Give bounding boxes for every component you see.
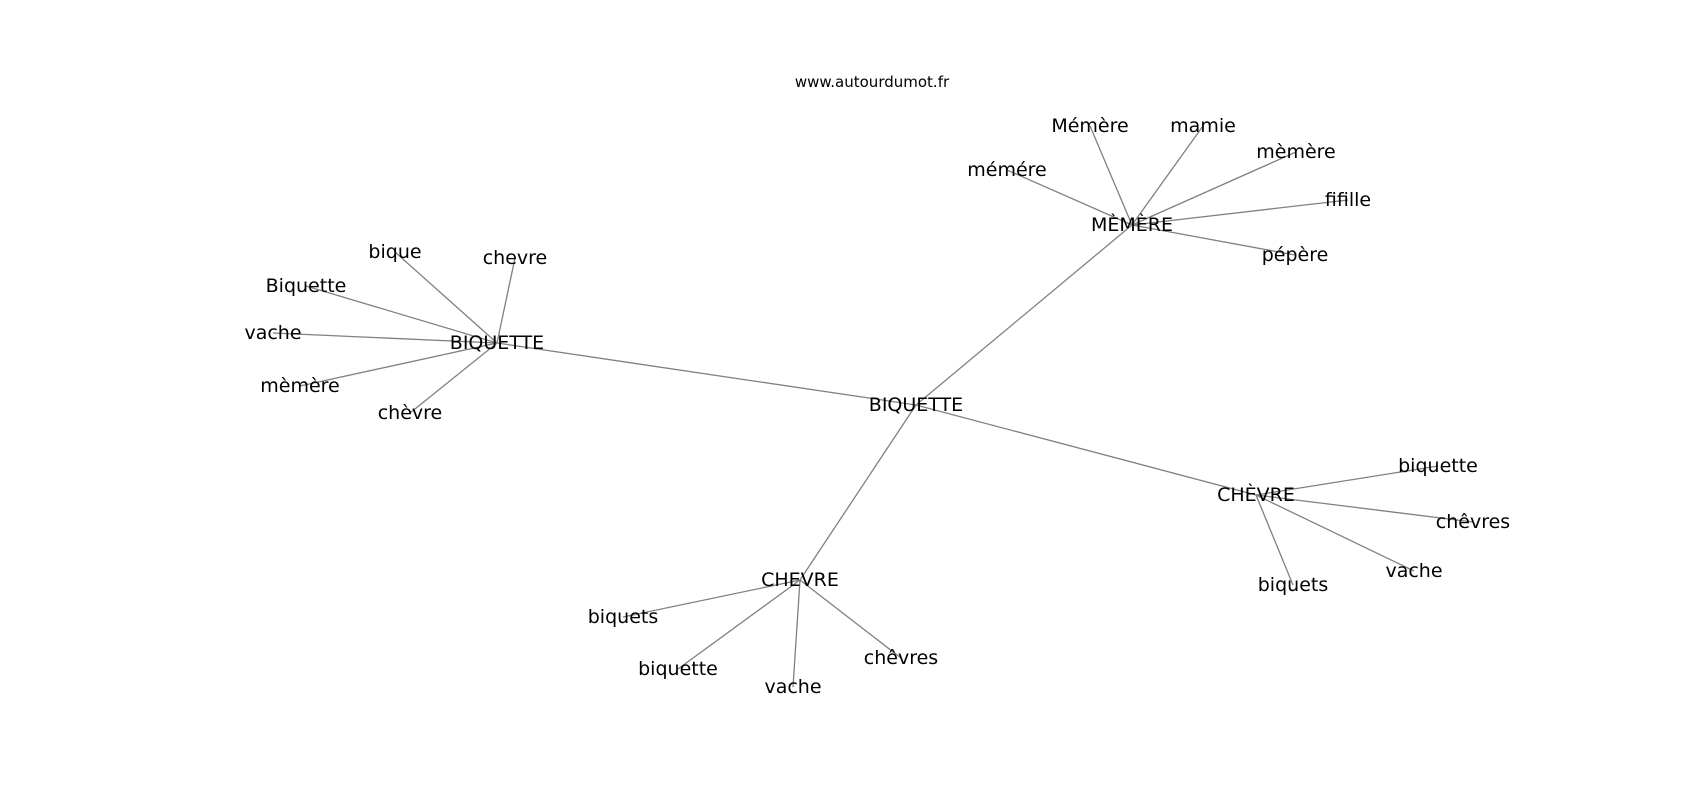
node-root-biquette[interactable]: BIQUETTE <box>869 394 963 416</box>
graph-edge-hub-biquette-to-l-biquette-cap <box>305 285 498 344</box>
site-label[interactable]: www.autourdumot.fr <box>795 73 950 91</box>
graph-edge-root-to-hub-memere <box>915 224 1133 406</box>
node-l-chevres-2-chevres[interactable]: chêvres <box>864 647 938 669</box>
node-l-vache-3-vache[interactable]: vache <box>764 676 821 698</box>
node-l-biquets-2-biquets[interactable]: biquets <box>588 606 658 628</box>
graph-edge-hub-chevre-to-l-vache-3 <box>792 579 801 688</box>
graph-edge-hub-chevre-accent-to-l-biquette-1 <box>1255 465 1439 496</box>
node-hub-chevre-chevre[interactable]: CHEVRE <box>761 569 839 591</box>
graph-edge-hub-memere-to-l-pepere <box>1131 224 1296 256</box>
node-l-biquette-cap-biquette[interactable]: Biquette <box>266 275 347 297</box>
node-l-vache-2-vache[interactable]: vache <box>1385 560 1442 582</box>
graph-edge-hub-memere-to-l-memere-cap <box>1089 125 1133 226</box>
graph-edge-hub-biquette-to-l-chevre-grave <box>409 342 498 414</box>
graph-edge-hub-biquette-to-l-vache-1 <box>272 332 498 344</box>
node-l-memere-acute-memere[interactable]: mémére <box>967 159 1046 181</box>
node-l-chevre-grave-chevre[interactable]: chèvre <box>378 402 443 424</box>
graph-edge-hub-chevre-accent-to-l-chevres-1 <box>1255 494 1474 523</box>
node-hub-biquette-biquette[interactable]: BIQUETTE <box>450 332 544 354</box>
graph-edges <box>272 125 1474 688</box>
graph-edge-hub-chevre-to-l-biquette-2 <box>677 579 801 670</box>
graph-edge-hub-biquette-to-l-memere-1 <box>299 342 498 387</box>
node-l-bique-bique[interactable]: bique <box>368 241 421 263</box>
graph-edge-hub-biquette-to-l-chevre <box>496 257 516 344</box>
node-l-memere-2-memere[interactable]: mèmère <box>1256 141 1335 163</box>
node-l-chevres-1-chevres[interactable]: chêvres <box>1436 511 1510 533</box>
node-l-mamie-mamie[interactable]: mamie <box>1170 115 1236 137</box>
graph-edge-root-to-hub-chevre <box>799 404 917 581</box>
node-hub-memere-memere[interactable]: MÈMÈRE <box>1091 213 1173 236</box>
node-l-biquets-1-biquets[interactable]: biquets <box>1258 574 1328 596</box>
node-hub-chevre-accent-chevre[interactable]: CHÈVRE <box>1217 483 1295 506</box>
node-l-vache-1-vache[interactable]: vache <box>244 322 301 344</box>
graph-edge-hub-memere-to-l-memere-2 <box>1131 151 1297 226</box>
graph-edge-root-to-hub-chevre-accent <box>915 404 1257 496</box>
node-l-biquette-1-biquette[interactable]: biquette <box>1398 455 1478 477</box>
graph-edge-hub-biquette-to-l-bique <box>394 251 498 344</box>
node-l-biquette-2-biquette[interactable]: biquette <box>638 658 718 680</box>
graph-edge-hub-chevre-to-l-chevres-2 <box>799 579 902 659</box>
graph-edge-hub-chevre-to-l-biquets-2 <box>622 579 801 618</box>
node-l-fifille-fifille[interactable]: fifille <box>1325 189 1371 211</box>
graph-edge-hub-chevre-accent-to-l-vache-2 <box>1255 494 1415 572</box>
graph-edge-hub-memere-to-l-memere-acute <box>1006 169 1133 226</box>
graph-edge-root-to-hub-biquette <box>496 342 917 406</box>
node-l-pepere-pepere[interactable]: pépère <box>1262 244 1329 266</box>
node-l-chevre-chevre[interactable]: chevre <box>483 247 548 269</box>
node-l-memere-cap-memere[interactable]: Mémère <box>1051 115 1128 137</box>
graph-edge-hub-memere-to-l-fifille <box>1131 199 1349 226</box>
graph-edge-hub-memere-to-l-mamie <box>1131 125 1204 226</box>
graph-edge-hub-chevre-accent-to-l-biquets-1 <box>1255 494 1294 586</box>
node-l-memere-1-memere[interactable]: mèmère <box>260 375 339 397</box>
graph-nodes: BIQUETTE BIQUETTE MÈMÈRE CHÈVRE CHEVRE bique c… <box>244 115 1510 698</box>
